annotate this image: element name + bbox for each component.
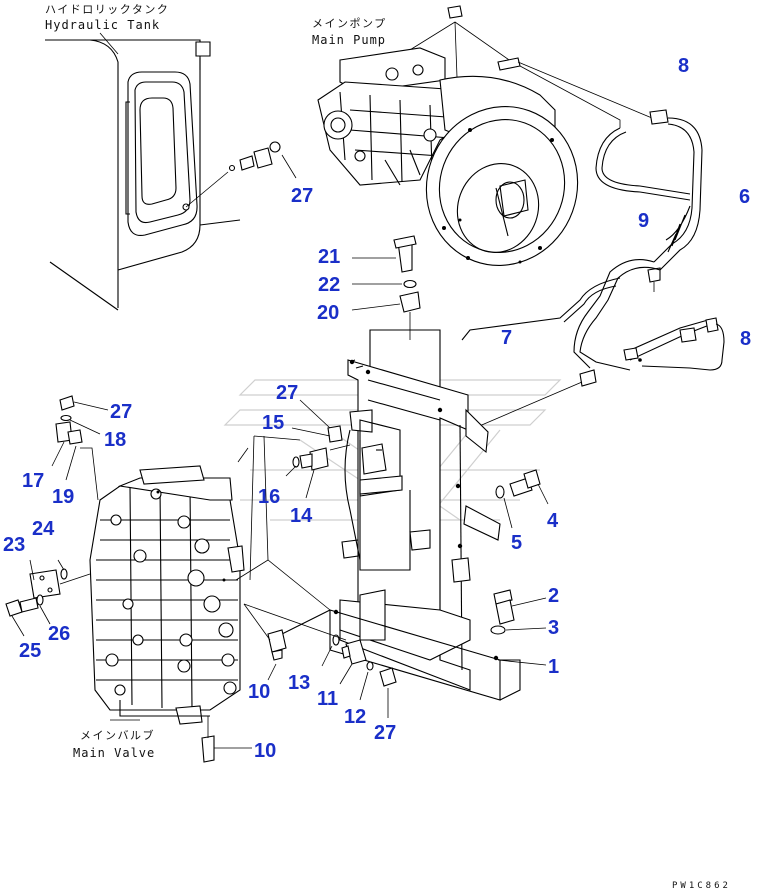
- callout-5: 5: [511, 532, 522, 554]
- hose-assemblies: [461, 57, 725, 431]
- callout-4: 4: [547, 510, 559, 532]
- callout-16: 16: [258, 486, 280, 508]
- callout-15: 15: [262, 412, 284, 434]
- callout-23: 23: [3, 534, 25, 556]
- bracket: [269, 329, 521, 701]
- callout-27-bottom: 27: [374, 722, 396, 744]
- callout-27-tank: 27: [291, 185, 313, 207]
- callout-25: 25: [19, 640, 41, 662]
- callout-11: 11: [317, 688, 338, 710]
- hydraulic-tank: ハイドロリックタンク Hydraulic Tank: [45, 3, 241, 311]
- clamp-fittings: [351, 235, 421, 340]
- callout-1: 1: [548, 656, 559, 678]
- main-pump-jp-label: メインポンプ: [312, 17, 387, 30]
- callout-3: 3: [548, 617, 559, 639]
- callout-2: 2: [548, 585, 559, 607]
- callout-20: 20: [317, 302, 339, 324]
- hydraulic-tank-en-label: Hydraulic Tank: [45, 18, 160, 32]
- callout-27-mid: 27: [276, 382, 298, 404]
- main-valve-jp-label: メインバルブ: [80, 728, 155, 742]
- callout-12: 12: [344, 706, 366, 728]
- hydraulic-tank-jp-label: ハイドロリックタンク: [45, 3, 169, 16]
- callout-10-mid: 10: [248, 681, 270, 703]
- lower-fittings: [235, 559, 397, 718]
- main-valve-en-label: Main Valve: [73, 746, 155, 760]
- callout-8-right: 8: [740, 328, 751, 350]
- callout-7: 7: [501, 327, 512, 349]
- callout-17: 17: [22, 470, 44, 492]
- callout-19: 19: [52, 486, 74, 508]
- main-pump-en-label: Main Pump: [312, 33, 386, 47]
- callout-8-top: 8: [678, 55, 689, 77]
- callout-labels: 1 2 3 4 5 6 7 8 8 9 10 10 11 12 13 14 15…: [3, 55, 751, 762]
- callout-18: 18: [104, 429, 126, 451]
- drawing-code: PW1C862: [672, 881, 731, 891]
- callout-6: 6: [739, 186, 750, 208]
- callout-24: 24: [32, 518, 55, 540]
- mounting-hardware: [490, 469, 549, 666]
- callout-13: 13: [288, 672, 310, 694]
- callout-26: 26: [48, 623, 70, 645]
- mid-fittings: [237, 399, 351, 581]
- callout-27-left: 27: [110, 401, 132, 423]
- callout-9: 9: [638, 210, 649, 232]
- tank-port-fittings: [185, 141, 297, 208]
- callout-21: 21: [318, 246, 340, 268]
- callout-14: 14: [290, 505, 313, 527]
- main-pump: メインポンプ Main Pump: [312, 5, 579, 266]
- main-valve: メインバルブ Main Valve: [73, 465, 252, 763]
- valve-side-fittings: [5, 395, 109, 637]
- callout-10-bottom: 10: [254, 740, 276, 762]
- callout-22: 22: [318, 274, 340, 296]
